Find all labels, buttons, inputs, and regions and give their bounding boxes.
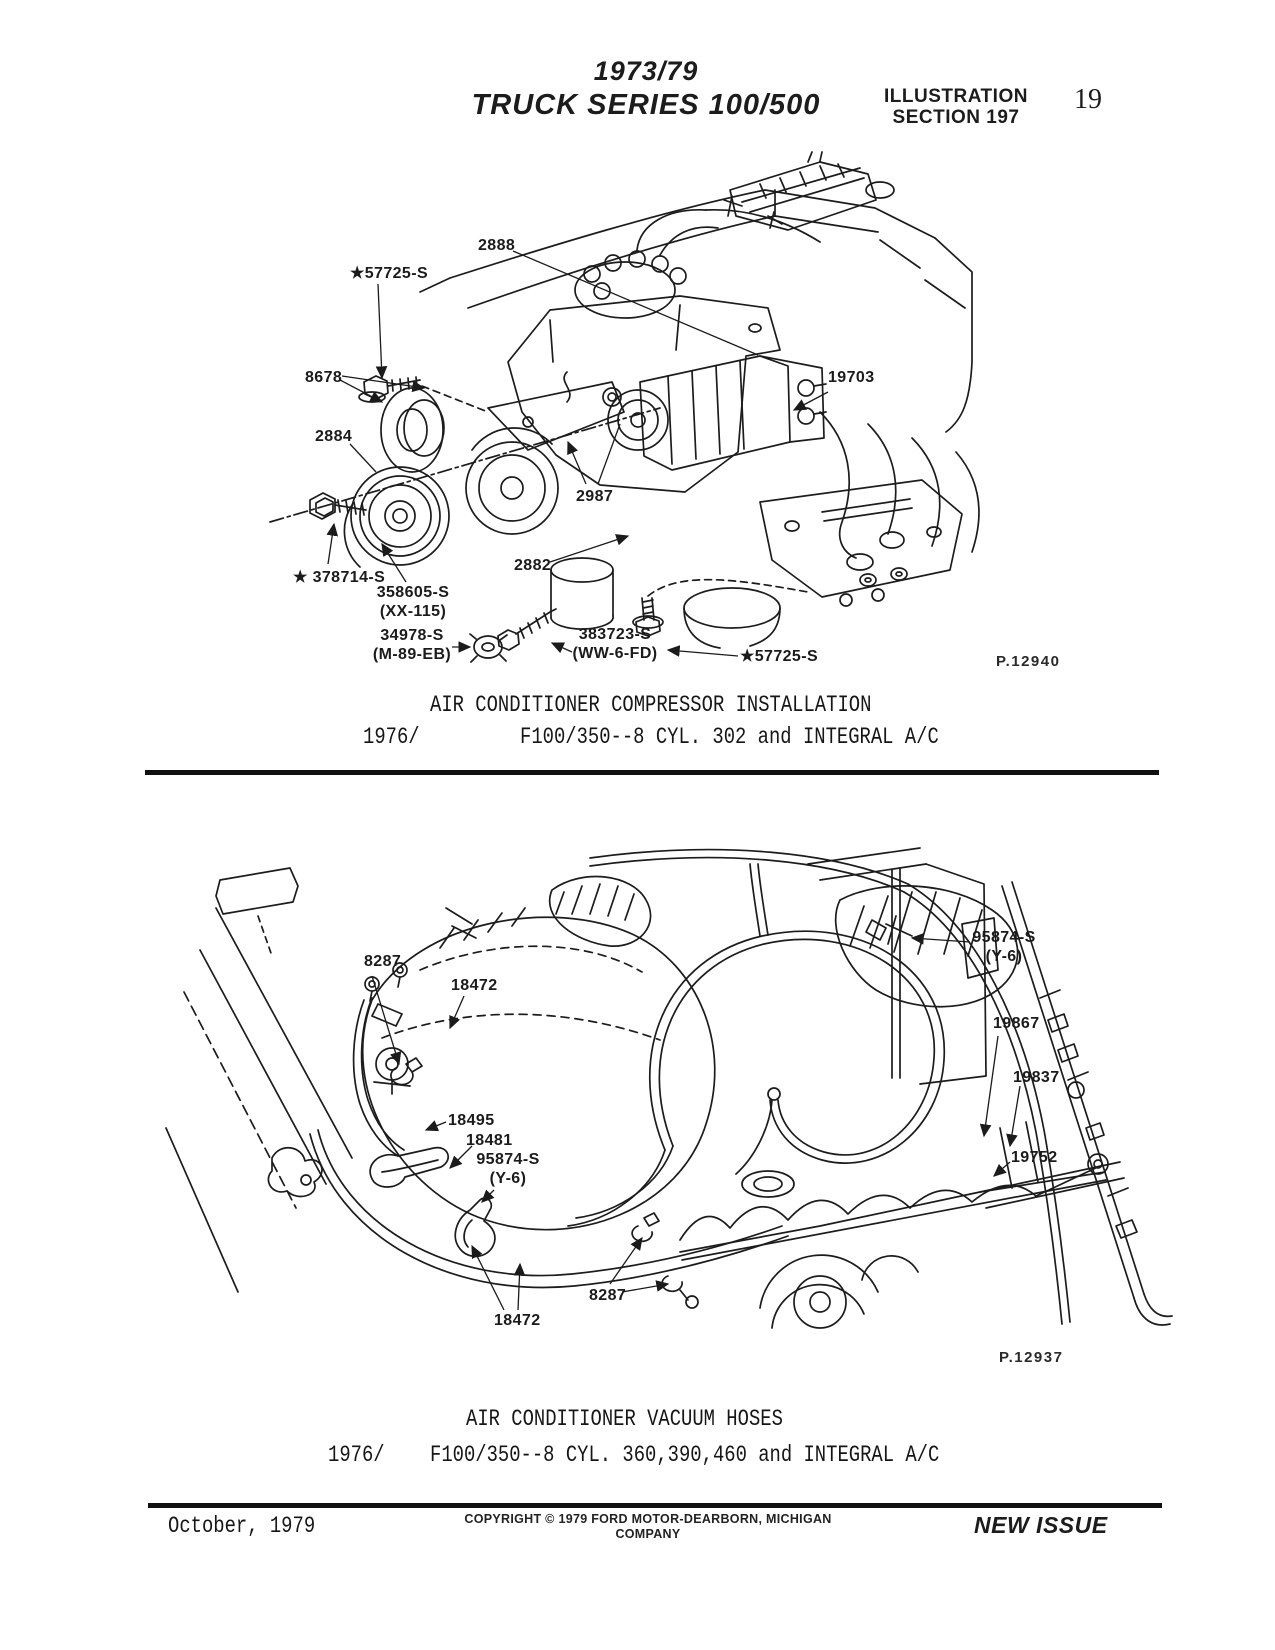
part-label-8287-1: 8287 [364,953,402,970]
figure1-caption-spec: F100/350--8 CYL. 302 and INTEGRAL A/C [520,724,939,750]
figure2-caption-year: 1976/ [328,1442,385,1468]
part-label-2882: 2882 [514,557,552,574]
section-label-line2: SECTION 197 [892,107,1020,128]
part-label-18472-2: 18472 [494,1312,541,1329]
part-label-358605s: 358605-S (XX-115) [376,584,450,620]
figure2-caption-spec: F100/350--8 CYL. 360,390,460 and INTEGRA… [430,1442,940,1468]
plate-number-figure2: P.12937 [999,1349,1064,1366]
figure2-caption-title: AIR CONDITIONER VACUUM HOSES [466,1406,783,1432]
page-number: 19 [1074,84,1102,115]
part-label-18481: 18481 [466,1132,513,1149]
part-label-18472-1: 18472 [451,977,498,994]
part-label-2888: 2888 [478,237,516,254]
part-label-8287-2: 8287 [589,1287,627,1304]
part-label-19867: 19867 [993,1015,1040,1032]
series-name: TRUCK SERIES 100/500 [471,89,821,121]
part-label-57725s-2: ★57725-S [740,648,819,665]
footer-date: October, 1979 [168,1513,316,1539]
section-label: ILLUSTRATION SECTION 197 [866,86,1046,128]
part-label-34978s: 34978-S (M-89-EB) [372,627,452,663]
part-label-19703: 19703 [828,369,875,386]
part-label-8678: 8678 [305,369,343,386]
issue-status: NEW ISSUE [974,1512,1108,1538]
series-title: 1973/79 TRUCK SERIES 100/500 [396,54,896,122]
copyright-notice: COPYRIGHT © 1979 FORD MOTOR-DEARBORN, MI… [458,1512,838,1542]
part-label-2987: 2987 [576,488,614,505]
figure1-artwork [120,150,1180,670]
figure1-caption-title: AIR CONDITIONER COMPRESSOR INSTALLATION [430,692,872,718]
part-label-19837: 19837 [1013,1069,1060,1086]
section-label-line1: ILLUSTRATION [884,86,1028,107]
figure2-artwork [120,828,1180,1378]
plate-number-figure1: P.12940 [996,653,1061,670]
part-label-95874s-left: 95874-S (Y-6) [476,1151,540,1187]
copyright-line1: COPYRIGHT © 1979 FORD MOTOR-DEARBORN, MI… [464,1512,832,1526]
part-label-2884: 2884 [315,428,353,445]
part-label-378714s: ★ 378714-S [293,569,386,586]
section-divider-rule [145,770,1159,775]
part-label-383723s: 383723-S (WW-6-FD) [572,626,658,662]
part-label-19752: 19752 [1011,1149,1058,1166]
copyright-line2: COMPANY [615,1527,681,1541]
part-label-95874s-right: 95874-S (Y-6) [972,929,1036,965]
figure1-caption-year: 1976/ [363,724,420,750]
part-label-57725s-1: ★57725-S [350,265,429,282]
series-year: 1973/79 [593,56,699,86]
part-label-18495: 18495 [448,1112,495,1129]
footer-rule [148,1503,1162,1508]
